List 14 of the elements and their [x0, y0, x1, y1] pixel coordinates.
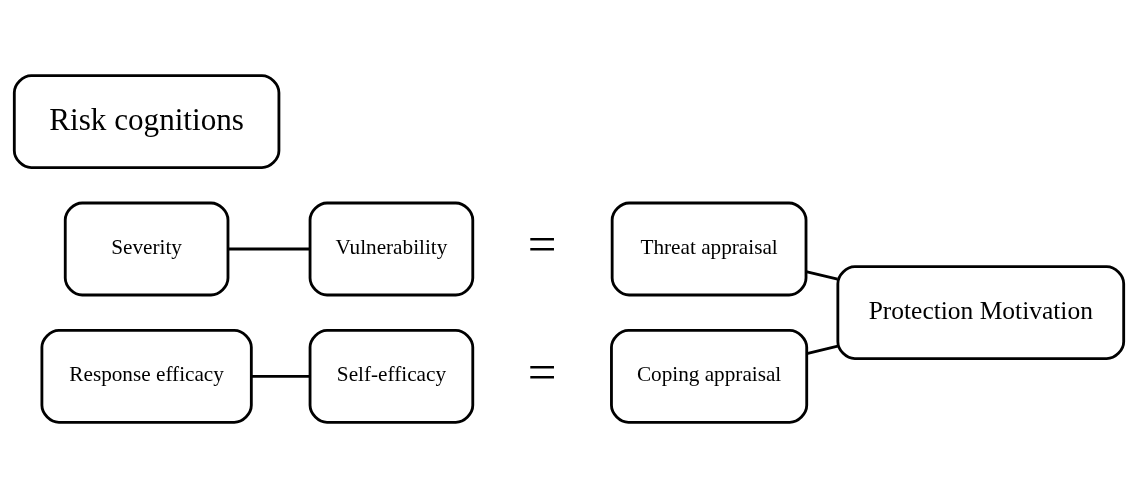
- label: =: [527, 215, 557, 272]
- connector: [805, 269, 838, 280]
- node-box: Protection Motivation: [836, 264, 1126, 360]
- node-box: Severity: [63, 201, 230, 296]
- node-box: Coping appraisal: [610, 328, 809, 424]
- node-box: Risk cognitions: [12, 73, 281, 169]
- connector: [228, 247, 310, 250]
- label: =: [527, 343, 557, 400]
- connector: [806, 344, 839, 355]
- node-box: Threat appraisal: [610, 201, 808, 296]
- connector: [251, 374, 310, 378]
- node-box: Vulnerability: [308, 201, 475, 296]
- node-box: Self-efficacy: [308, 328, 475, 424]
- node-box: Response efficacy: [40, 328, 253, 424]
